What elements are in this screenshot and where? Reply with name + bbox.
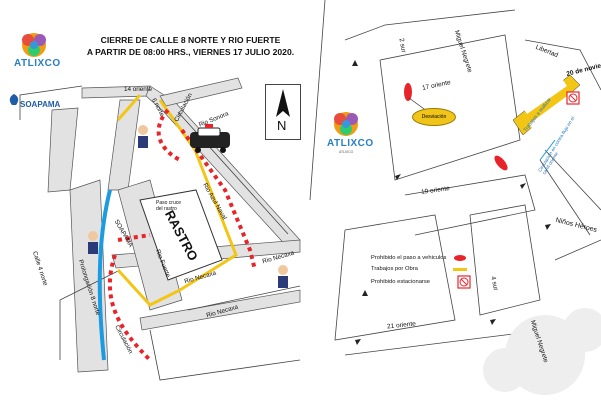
block-edge (344, 9, 516, 41)
rastro-block (139, 189, 223, 281)
yellow-detour (116, 94, 238, 307)
road-rio-necaxa-lower (139, 289, 301, 331)
right-map-panel: ATLIXCO ATLIXCO 2 sur Miguel Negrete Lib… (305, 0, 601, 401)
block-edge (469, 204, 541, 316)
closure-mark-17-oriente (404, 83, 412, 101)
block-edge (187, 285, 301, 311)
north-label: N (277, 118, 287, 133)
atlixco-logo-text-right: ATLIXCO (327, 138, 374, 149)
road-rio-sonora (159, 77, 243, 107)
block-edge (539, 159, 591, 236)
block-edge (544, 149, 601, 211)
arrow-icon (355, 339, 361, 345)
atlixco-logo-text: ATLIXCO (14, 58, 61, 69)
left-map-canvas (9, 33, 301, 381)
police-officer-icon (138, 125, 148, 148)
left-map-panel: CIERRE DE CALLE 8 NORTE Y RIO FUERTE A P… (9, 33, 303, 381)
desviacion-label: Desviación (412, 108, 456, 126)
north-arrow-icon (276, 89, 290, 117)
legend-red-symbol (454, 255, 466, 261)
left-roads (47, 77, 301, 373)
arrow-icon (362, 290, 368, 296)
police-officer-icon (278, 265, 288, 288)
legend-item-prohibido-paso: Prohibido el paso a vehiculos (371, 255, 447, 261)
yellow-route-main (116, 99, 238, 307)
block-edge (404, 174, 536, 236)
block-edge (309, 0, 326, 201)
closure-soapama (117, 233, 151, 242)
arrow-icon (520, 183, 526, 189)
police-officer-icon (88, 231, 98, 254)
arrow-icon (352, 60, 358, 66)
road-calle-4-norte (69, 179, 109, 373)
watermark-flower (483, 308, 601, 395)
road-west (47, 107, 79, 193)
block-edge (524, 39, 601, 91)
no-parking-icon (457, 275, 471, 289)
title-line-2: A PARTIR DE 08:00 HRS., VIERNES 17 JULIO… (86, 47, 295, 57)
no-parking-icon (566, 91, 580, 105)
road-rio-fuerte (117, 179, 183, 311)
block-edge (379, 34, 521, 181)
closure-circulacion (107, 254, 152, 362)
legend-item-trabajos: Trabajos por Obra (371, 266, 418, 272)
closure-rio-azul (180, 128, 257, 271)
block-edge (19, 85, 83, 120)
street-paso-cruce: Paso cruce del rastro (156, 200, 182, 212)
contra-flujo-line (539, 139, 556, 161)
right-block-outlines (309, 0, 601, 356)
block-edge (149, 329, 301, 381)
north-arrow: N (265, 84, 301, 140)
work-zone (512, 74, 581, 136)
police-car-icon (190, 124, 230, 153)
blue-flow-route (97, 189, 112, 361)
arrow-icon (395, 174, 401, 180)
street-14-oriente: 14 oriente (124, 86, 153, 93)
closure-mark-20-noviembre (494, 155, 508, 171)
direction-arrows (352, 60, 551, 345)
yellow-route-top (116, 94, 142, 121)
block-edge (554, 239, 601, 261)
atlixco-logo-sub: ATLIXCO (339, 150, 354, 154)
work-zone-stripe (523, 80, 567, 114)
soapama-logo-text: SOAPAMA (20, 100, 61, 109)
legend-yellow-symbol (453, 268, 467, 271)
legend-item-prohibido-estacionarse: Prohibido estacionarse (371, 279, 430, 285)
red-closure (107, 108, 257, 362)
block-edge (334, 214, 456, 341)
atlixco-flower-logo (334, 112, 358, 136)
title-line-1: CIERRE DE CALLE 8 NORTE Y RIO FUERTE (100, 35, 281, 45)
arrow-icon (545, 224, 551, 230)
closure-title: CIERRE DE CALLE 8 NORTE Y RIO FUERTE A P… (78, 34, 303, 58)
right-map-canvas (309, 0, 601, 395)
atlixco-flower-logo (22, 33, 46, 57)
work-zone-stripe (529, 96, 571, 130)
arrow-icon (490, 319, 496, 325)
soapama-drop-icon (9, 94, 19, 105)
